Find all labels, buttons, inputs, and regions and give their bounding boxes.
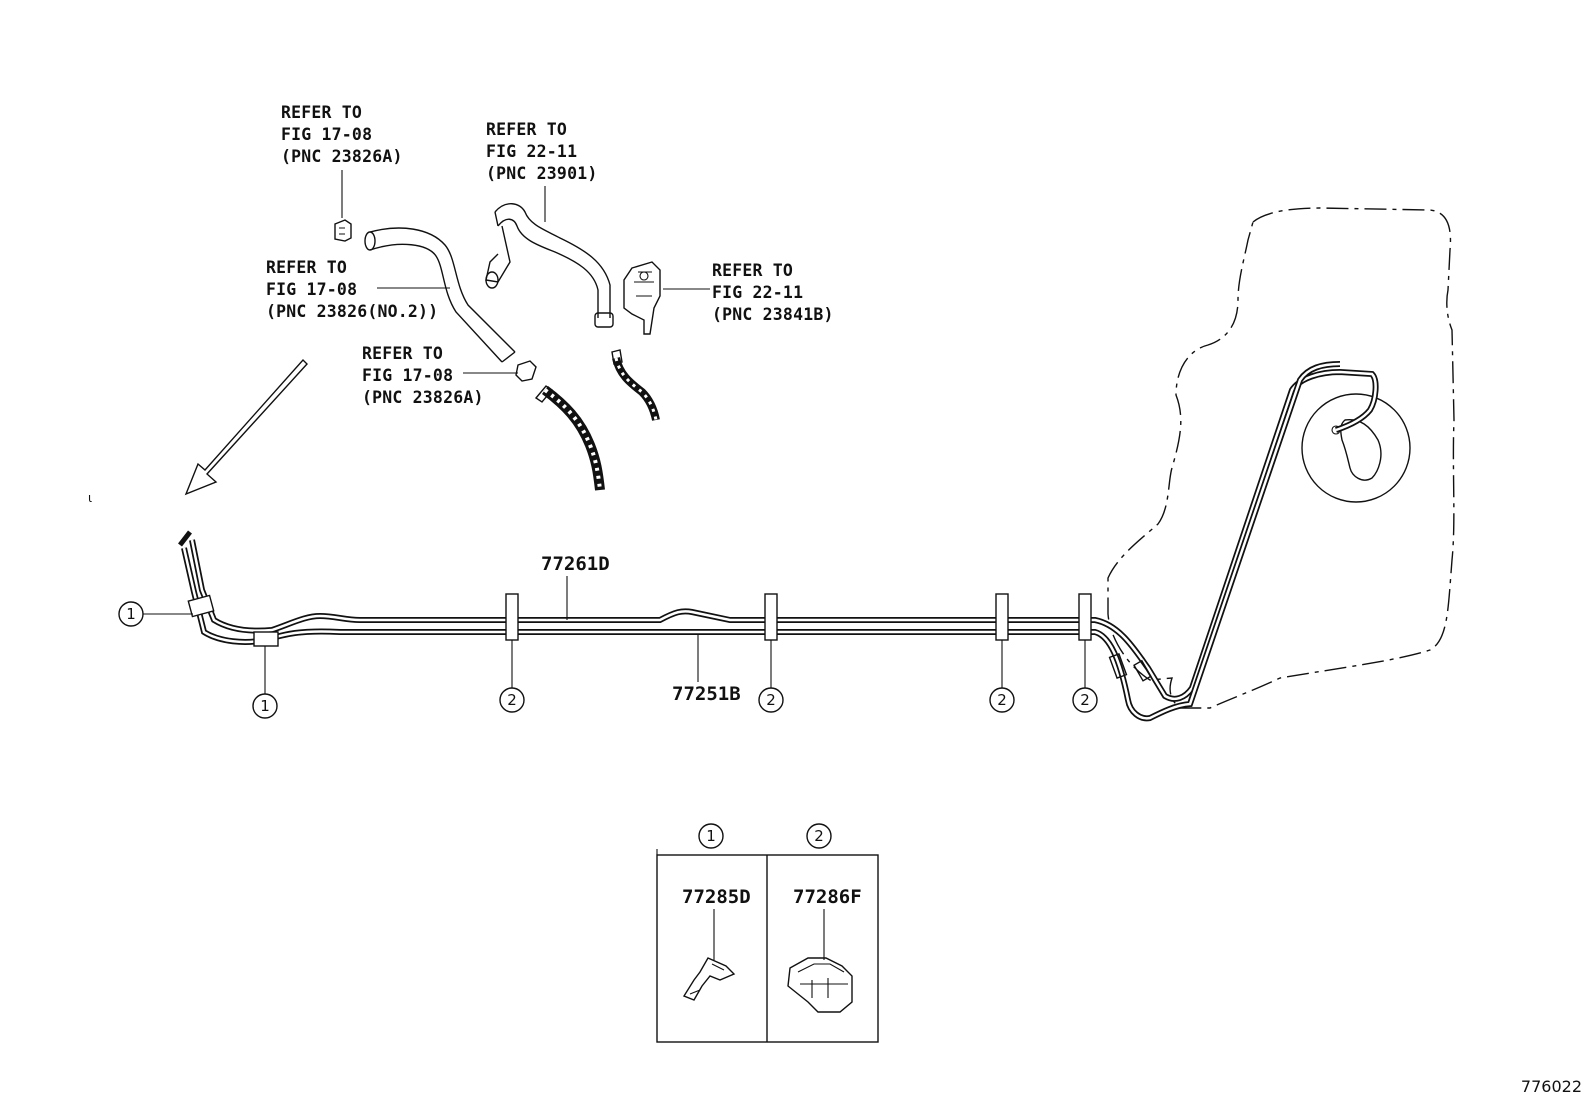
svg-text:1: 1 <box>706 827 716 845</box>
clamp-2-c <box>995 593 1009 641</box>
part-number-77251b: 77251B <box>672 683 741 705</box>
small-clip-lower-icon <box>515 360 537 382</box>
ref-line2: FIG 22-11 <box>712 283 803 302</box>
fuel-tube-lower-77251b <box>181 361 1341 722</box>
svg-text:1: 1 <box>126 605 136 623</box>
ref-label-top-center: REFER TO FIG 22-11 (PNC 23901) <box>486 120 597 183</box>
svg-text:2: 2 <box>814 827 824 845</box>
ref-line2: FIG 17-08 <box>266 280 357 299</box>
clamp-legend-box: 1 2 77285D 77286F <box>656 823 879 1043</box>
callout-2-a: 2 <box>499 640 525 713</box>
tube-connector-icon <box>1108 653 1152 682</box>
ref-label-lower: REFER TO FIG 17-08 (PNC 23826A) <box>362 344 484 407</box>
callout-1-left: 1 <box>118 601 193 627</box>
svg-text:1: 1 <box>260 697 270 715</box>
ref-line1: REFER TO <box>486 120 567 139</box>
fuel-pump-icon <box>1301 393 1411 503</box>
hose-filler-black-icon <box>534 385 605 491</box>
ref-line2: FIG 22-11 <box>486 142 577 161</box>
part-number-77286f: 77286F <box>793 886 862 908</box>
legend-callout-2: 2 <box>806 823 832 849</box>
ref-line1: REFER TO <box>266 258 347 277</box>
ref-line1: REFER TO <box>712 261 793 280</box>
hose-breather-black-icon <box>611 349 660 421</box>
fuel-tube-upper-77261d <box>189 368 1379 702</box>
clamp-77285d-icon <box>682 957 736 1001</box>
ref-label-mid-left: REFER TO FIG 17-08 (PNC 23826(NO.2)) <box>266 258 438 321</box>
svg-text:2: 2 <box>1080 691 1090 709</box>
ref-line3: (PNC 23841B) <box>712 305 834 324</box>
svg-text:ι: ι <box>88 491 92 505</box>
part-number-77285d: 77285D <box>682 886 751 908</box>
ref-line3: (PNC 23826(NO.2)) <box>266 302 438 321</box>
clamp-77286f-icon <box>787 957 853 1013</box>
ref-line3: (PNC 23901) <box>486 164 597 183</box>
callout-1-bottom: 1 <box>252 646 278 719</box>
valve-23841b-icon <box>623 261 661 335</box>
ref-leader-lines <box>341 170 710 374</box>
ref-line1: REFER TO <box>281 103 362 122</box>
ref-line1: REFER TO <box>362 344 443 363</box>
clamp-2-a <box>505 593 519 641</box>
clamp-2-d <box>1078 593 1092 641</box>
callout-2-d: 2 <box>1072 640 1098 713</box>
svg-text:2: 2 <box>766 691 776 709</box>
ref-line2: FIG 17-08 <box>362 366 453 385</box>
svg-text:2: 2 <box>507 691 517 709</box>
ref-label-top-left: REFER TO FIG 17-08 (PNC 23826A) <box>281 103 403 166</box>
figure-id: 776022 <box>1521 1077 1582 1096</box>
hose-23901-icon <box>485 203 614 328</box>
clamp-1-lower <box>253 631 279 647</box>
small-clip-upper-icon <box>334 219 352 242</box>
fuel-tank-outline <box>1107 207 1455 709</box>
part-number-77261d: 77261D <box>541 553 610 575</box>
ref-line3: (PNC 23826A) <box>362 388 484 407</box>
ref-line2: FIG 17-08 <box>281 125 372 144</box>
legend-callout-1: 1 <box>698 823 724 849</box>
svg-text:2: 2 <box>997 691 1007 709</box>
ref-label-right: REFER TO FIG 22-11 (PNC 23841B) <box>712 261 834 324</box>
callout-2-b: 2 <box>758 640 784 713</box>
clamp-2-b <box>764 593 778 641</box>
callout-2-c: 2 <box>989 640 1015 713</box>
ref-line3: (PNC 23826A) <box>281 147 403 166</box>
clamp-1-upper <box>187 594 215 618</box>
direction-arrow-icon <box>184 358 308 496</box>
hose-23826-no2-icon <box>364 227 516 363</box>
